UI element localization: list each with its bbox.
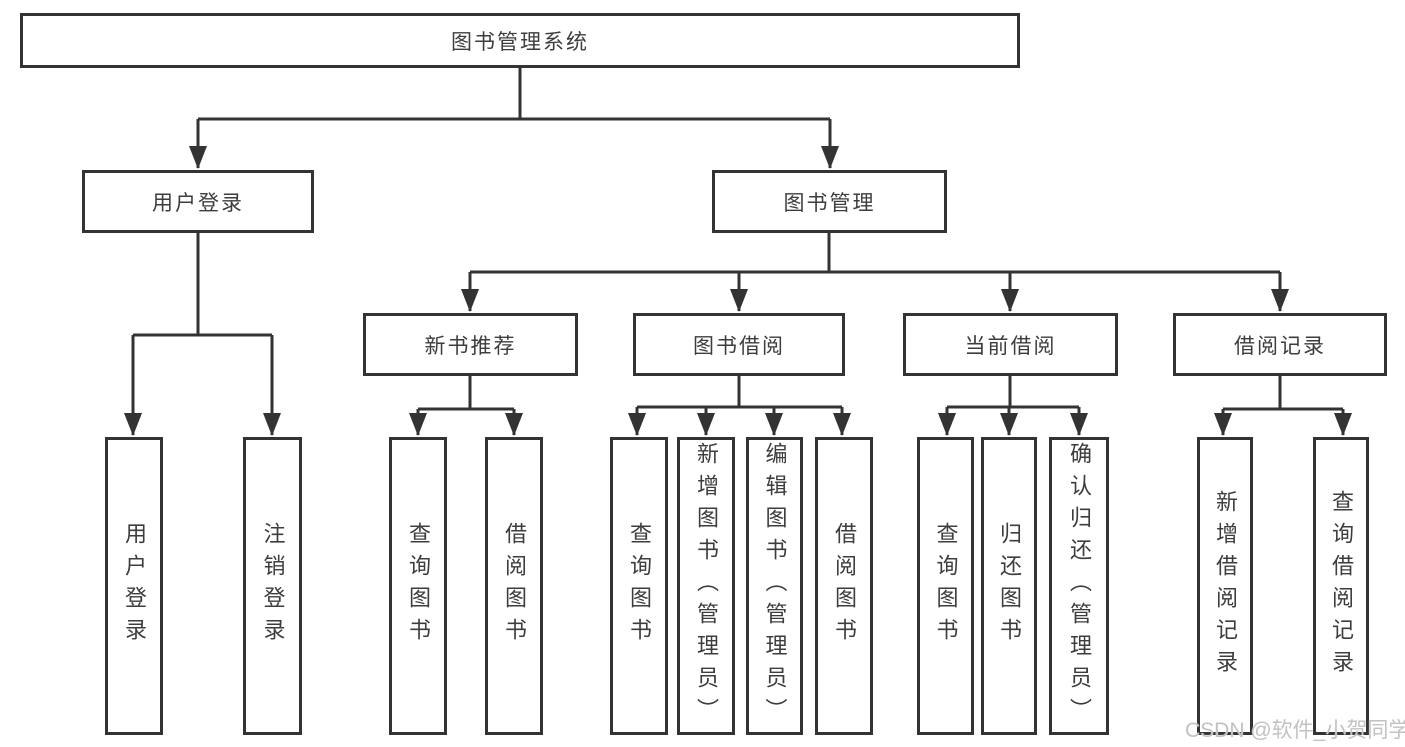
node-label: 查询图书 <box>933 522 959 650</box>
node-user-login-group: 用户登录 <box>82 170 314 233</box>
node-library-management-system: 图书管理系统 <box>20 13 1020 68</box>
csdn-watermark: CSDN @软件_小贺同学 <box>1185 719 1405 742</box>
node-current-borrowing: 当前借阅 <box>903 313 1118 376</box>
node-label: 图书管理 <box>783 191 876 215</box>
node-label: 当前借阅 <box>964 334 1057 358</box>
node-user-login: 用户登录 <box>105 437 163 735</box>
node-query-books-current: 查询图书 <box>917 437 974 735</box>
node-label: 借阅图书 <box>502 522 527 650</box>
node-borrowing-records: 借阅记录 <box>1173 313 1387 376</box>
node-edit-books-admin: 编辑图书（管理员） <box>746 437 803 735</box>
node-query-borrow-record: 查询借阅记录 <box>1313 437 1369 735</box>
node-new-book-recommendation: 新书推荐 <box>363 313 578 376</box>
node-label: 注销登录 <box>260 522 286 650</box>
node-label: 查询借阅记录 <box>1329 490 1354 682</box>
node-label: 确认归还（管理员） <box>1067 442 1092 730</box>
node-borrow-books-recommend: 借阅图书 <box>485 437 543 735</box>
node-label: 借阅记录 <box>1234 334 1326 358</box>
node-label: 新增图书（管理员） <box>694 442 719 730</box>
node-label: 查询图书 <box>406 522 431 650</box>
node-label: 归还图书 <box>997 522 1022 650</box>
node-logout: 注销登录 <box>243 437 302 735</box>
node-label: 图书管理系统 <box>451 30 589 54</box>
node-label: 用户登录 <box>122 522 147 650</box>
node-label: 新增借阅记录 <box>1213 490 1238 682</box>
node-label: 新书推荐 <box>424 334 517 358</box>
node-confirm-return-admin: 确认归还（管理员） <box>1049 437 1109 735</box>
node-add-books-admin: 新增图书（管理员） <box>677 437 735 735</box>
connector-segments <box>124 68 1352 436</box>
node-query-books-recommend: 查询图书 <box>389 437 447 735</box>
node-book-management-group: 图书管理 <box>712 170 947 233</box>
node-label: 用户登录 <box>152 191 244 215</box>
node-add-borrow-record: 新增借阅记录 <box>1197 437 1253 735</box>
node-label: 编辑图书（管理员） <box>762 442 788 730</box>
node-label: 借阅图书 <box>832 522 857 650</box>
node-label: 图书借阅 <box>693 334 785 358</box>
node-borrow-books-borrowing: 借阅图书 <box>815 437 873 735</box>
node-return-books: 归还图书 <box>981 437 1037 735</box>
node-query-books-borrowing: 查询图书 <box>610 437 668 735</box>
node-label: 查询图书 <box>627 522 652 650</box>
node-book-borrowing: 图书借阅 <box>633 313 845 376</box>
